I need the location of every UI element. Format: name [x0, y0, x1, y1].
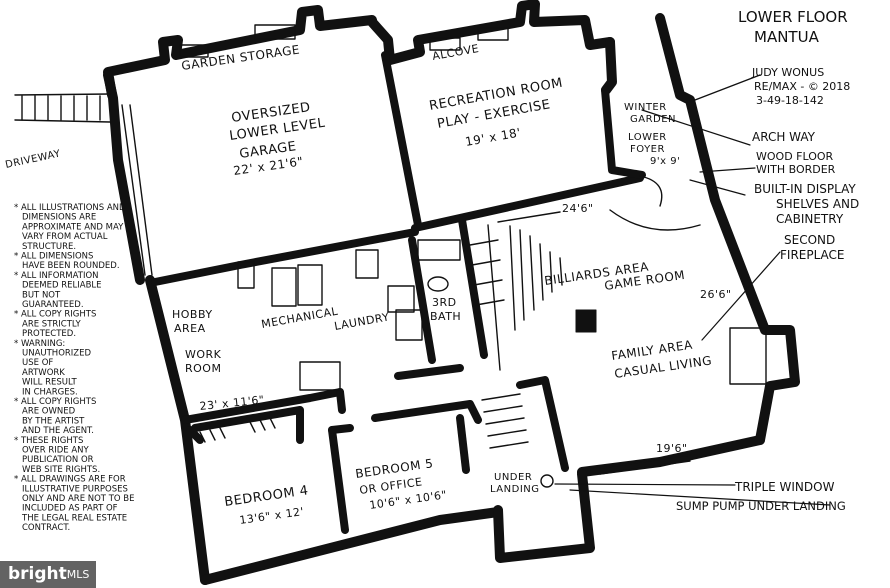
lower-foyer-label-2: FOYER	[630, 144, 665, 155]
builtin-callout: BUILT-IN DISPLAY SHELVES AND CABINETRY	[754, 182, 859, 227]
disclaimer-line: PUBLICATION OR	[22, 455, 94, 465]
exterior-walls	[103, 0, 800, 585]
disclaimer-line: ONLY AND ARE NOT TO BE	[22, 494, 135, 504]
sump-pump-callout: SUMP PUMP UNDER LANDING	[676, 499, 846, 513]
title-line1: LOWER FLOOR	[738, 8, 848, 26]
disclaimer-line: * ALL DRAWINGS ARE FOR	[14, 475, 126, 485]
third-bath-label-2: BATH	[430, 310, 461, 323]
driveway-label: DRIVEWAY	[4, 148, 62, 171]
fireplace-line2: FIREPLACE	[780, 248, 845, 262]
interior-walls	[151, 51, 646, 534]
disclaimer-line: UNAUTHORIZED	[22, 349, 91, 359]
dim-19-6: 19'6"	[656, 442, 688, 455]
disclaimer-line: * ALL ILLUSTRATIONS AND	[14, 203, 126, 213]
brightmls-watermark: brightMLS	[0, 561, 96, 588]
disclaimer-line: IN CHARGES.	[22, 387, 78, 397]
author-name: JUDY WONUS	[752, 66, 825, 79]
lower-foyer-dims: 9'x 9'	[650, 156, 680, 167]
disclaimer-line: APPROXIMATE AND MAY	[22, 222, 124, 232]
disclaimer-line: PROTECTED.	[22, 329, 76, 339]
disclaimer-line: * ALL COPY RIGHTS	[14, 310, 96, 320]
under-landing-label-1: UNDER	[494, 472, 532, 483]
work-label-2: ROOM	[185, 362, 221, 375]
watermark-brand: bright	[8, 564, 67, 584]
disclaimer-line: BUT NOT	[22, 290, 61, 300]
disclaimer-line: * ALL INFORMATION	[14, 271, 99, 281]
bedroom4-dims: 13'6" x 12'	[239, 505, 305, 527]
builtin-line1: BUILT-IN DISPLAY	[754, 182, 856, 196]
disclaimer-line: ARE STRICTLY	[22, 319, 82, 329]
hobby-label-1: HOBBY	[172, 308, 213, 321]
company-copyright: RE/MAX - © 2018	[754, 80, 851, 93]
wood-floor-line1: WOOD FLOOR	[756, 150, 834, 163]
disclaimer-line: OVER RIDE ANY	[22, 446, 90, 456]
disclaimer-line: HAVE BEEN ROUNDED.	[22, 261, 120, 271]
fireplace-line1: SECOND	[784, 233, 836, 247]
disclaimer-line: * THESE RIGHTS	[14, 436, 83, 446]
fireplace-callout: SECOND FIREPLACE	[780, 233, 845, 263]
builtin-line3: CABINETRY	[776, 212, 844, 226]
callout-leaders	[554, 109, 831, 506]
disclaimer-line: DEEMED RELIABLE	[22, 281, 102, 291]
archway-callout: ARCH WAY	[752, 130, 815, 144]
wood-floor-callout: WOOD FLOOR WITH BORDER	[756, 150, 835, 176]
laundry-label: LAUNDRY	[333, 310, 390, 332]
recreation-dims: 19' x 18'	[464, 125, 522, 149]
dim-26-6: 26'6"	[700, 288, 732, 301]
disclaimer-line: THE LEGAL REAL ESTATE	[21, 513, 127, 523]
disclaimer-line: ARTWORK	[22, 368, 65, 378]
phone-number: 3-49-18-142	[756, 94, 824, 107]
mechanical-label: MECHANICAL	[260, 305, 339, 331]
under-landing-label-2: LANDING	[490, 484, 540, 495]
bedroom5-label-1: BEDROOM 5	[354, 456, 434, 481]
disclaimer-line: INCLUDED AS PART OF	[22, 504, 118, 514]
disclaimer-line: STRUCTURE.	[22, 242, 76, 252]
disclaimer-line: DIMENSIONS ARE	[22, 213, 96, 223]
winter-garden-label-1: WINTER	[624, 102, 667, 113]
triple-window-callout: TRIPLE WINDOW	[735, 480, 835, 494]
alcove-label: ALCOVE	[431, 42, 480, 63]
fixtures-detail	[14, 24, 767, 488]
disclaimer-line: ILLUSTRATIVE PURPOSES	[22, 484, 128, 494]
disclaimer-line: AND THE AGENT.	[22, 426, 94, 436]
hobby-label-2: AREA	[174, 322, 206, 335]
watermark-suffix: MLS	[66, 568, 90, 581]
disclaimer-line: WEB SITE RIGHTS.	[22, 465, 100, 475]
disclaimer-line: BY THE ARTIST	[22, 416, 85, 426]
disclaimer-line: CONTRACT.	[22, 523, 70, 533]
winter-garden-label-2: GARDEN	[630, 114, 676, 125]
wood-floor-line2: WITH BORDER	[756, 163, 836, 176]
title-line2: MANTUA	[754, 28, 819, 46]
third-bath-label-1: 3RD	[432, 296, 457, 309]
work-label-1: WORK	[185, 348, 222, 361]
disclaimer-line: * ALL COPY RIGHTS	[14, 397, 96, 407]
disclaimer-line: ARE OWNED	[22, 407, 76, 417]
lower-foyer-label-1: LOWER	[628, 132, 667, 143]
dim-24-6: 24'6"	[562, 202, 594, 215]
disclaimer-line: * WARNING:	[14, 339, 65, 349]
billiard-table	[575, 309, 597, 333]
disclaimer-line: GUARANTEED.	[22, 300, 84, 310]
disclaimer-line: USE OF	[22, 358, 53, 368]
disclaimer-line: WILL RESULT	[22, 378, 78, 388]
disclaimer-line: * ALL DIMENSIONS	[14, 252, 93, 262]
builtin-line2: SHELVES AND	[776, 197, 860, 211]
disclaimer-line: VARY FROM ACTUAL	[22, 232, 108, 242]
